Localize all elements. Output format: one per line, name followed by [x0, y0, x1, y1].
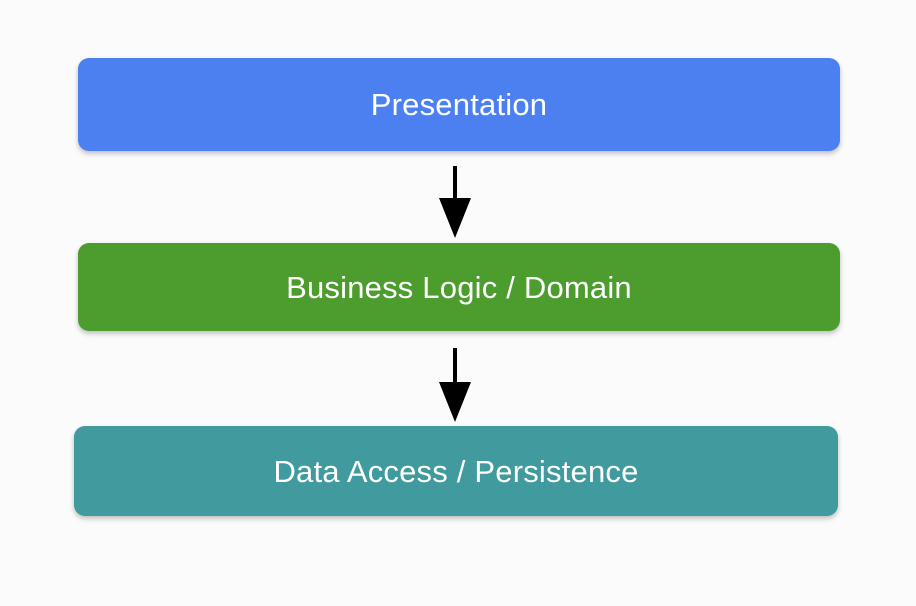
layer-box-data-access[interactable]: Data Access / Persistence — [74, 426, 838, 516]
layer-label-presentation: Presentation — [370, 87, 548, 122]
layer-box-presentation[interactable]: Presentation — [78, 58, 840, 151]
layer-label-data-access: Data Access / Persistence — [273, 453, 639, 489]
layer-label-business-logic: Business Logic / Domain — [286, 269, 632, 305]
layer-box-business-logic[interactable]: Business Logic / Domain — [78, 243, 840, 331]
